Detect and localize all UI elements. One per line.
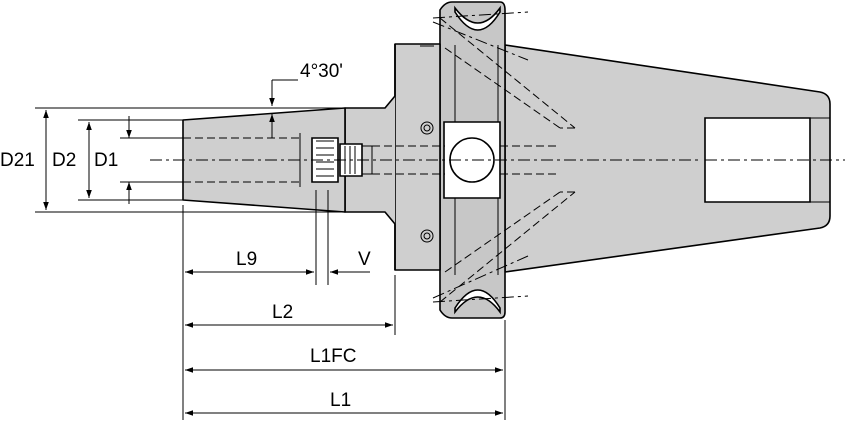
collar-body (344, 43, 441, 271)
l1-label: L1 (330, 390, 351, 411)
d2-label: D2 (52, 150, 76, 171)
taper-shank (504, 44, 845, 273)
dimension-lines (43, 79, 503, 416)
angle-label: 4°30' (300, 61, 343, 82)
d1-label: D1 (94, 150, 118, 171)
l1fc-label: L1FC (310, 346, 356, 367)
v-label: V (358, 249, 371, 270)
l2-label: L2 (272, 302, 293, 323)
d21-label: D21 (0, 150, 35, 171)
coolant-channels (432, 11, 576, 303)
dimension-labels: 4°30' D21 D2 D1 L9 V L2 L1FC L1 (0, 61, 371, 411)
l9-label: L9 (236, 249, 257, 270)
